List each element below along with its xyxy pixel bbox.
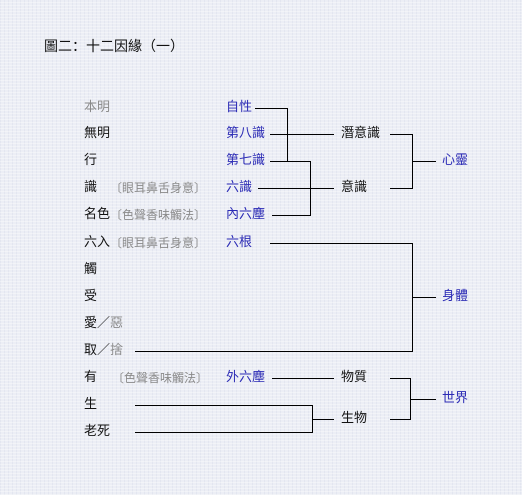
group-shijie: 世界	[442, 391, 469, 406]
item-shou: 受	[84, 289, 98, 304]
item-liushi: 六識	[226, 180, 253, 195]
diagram-title: 圖二：十二因緣（一）	[44, 39, 184, 55]
item-you: 有	[84, 370, 98, 385]
note-mingse: 〔色聲香味觸法〕	[110, 208, 207, 222]
group-shenti: 身體	[442, 289, 469, 304]
item-qu: 取／捨	[84, 343, 123, 359]
item-yishi: 意識	[341, 180, 368, 195]
item-neiliuchen: 內六塵	[226, 207, 266, 222]
item-dibashi: 第八識	[226, 126, 266, 141]
item-qu-prefix: 取／	[84, 343, 111, 358]
item-ai-prefix: 愛／	[84, 316, 111, 331]
group-xinling: 心靈	[442, 153, 469, 168]
item-shi: 識	[84, 180, 98, 195]
item-wuming: 無明	[84, 126, 111, 141]
item-qu-suffix: 捨	[110, 343, 124, 358]
item-liugen: 六根	[226, 235, 253, 250]
note-shi: 〔眼耳鼻舌身意〕	[110, 181, 207, 195]
item-ai: 愛／惡	[84, 316, 123, 332]
item-laosi: 老死	[84, 424, 111, 439]
item-wuzhi: 物質	[341, 370, 368, 385]
item-zixing: 自性	[226, 100, 253, 115]
note-you: 〔色聲香味觸法〕	[112, 371, 209, 385]
item-qianyishi: 潛意識	[341, 126, 381, 141]
note-liuru: 〔眼耳鼻舌身意〕	[110, 236, 207, 250]
item-mingse: 名色	[84, 207, 111, 222]
item-xing: 行	[84, 153, 98, 168]
item-wailiuchen: 外六塵	[226, 370, 266, 385]
item-ai-suffix: 惡	[110, 316, 124, 331]
item-benming: 本明	[84, 100, 111, 115]
item-diqishi: 第七識	[226, 153, 266, 168]
item-liuru: 六入	[84, 235, 111, 250]
item-sheng: 生	[84, 397, 98, 412]
item-shengwu: 生物	[341, 411, 368, 426]
item-chu: 觸	[84, 262, 98, 277]
